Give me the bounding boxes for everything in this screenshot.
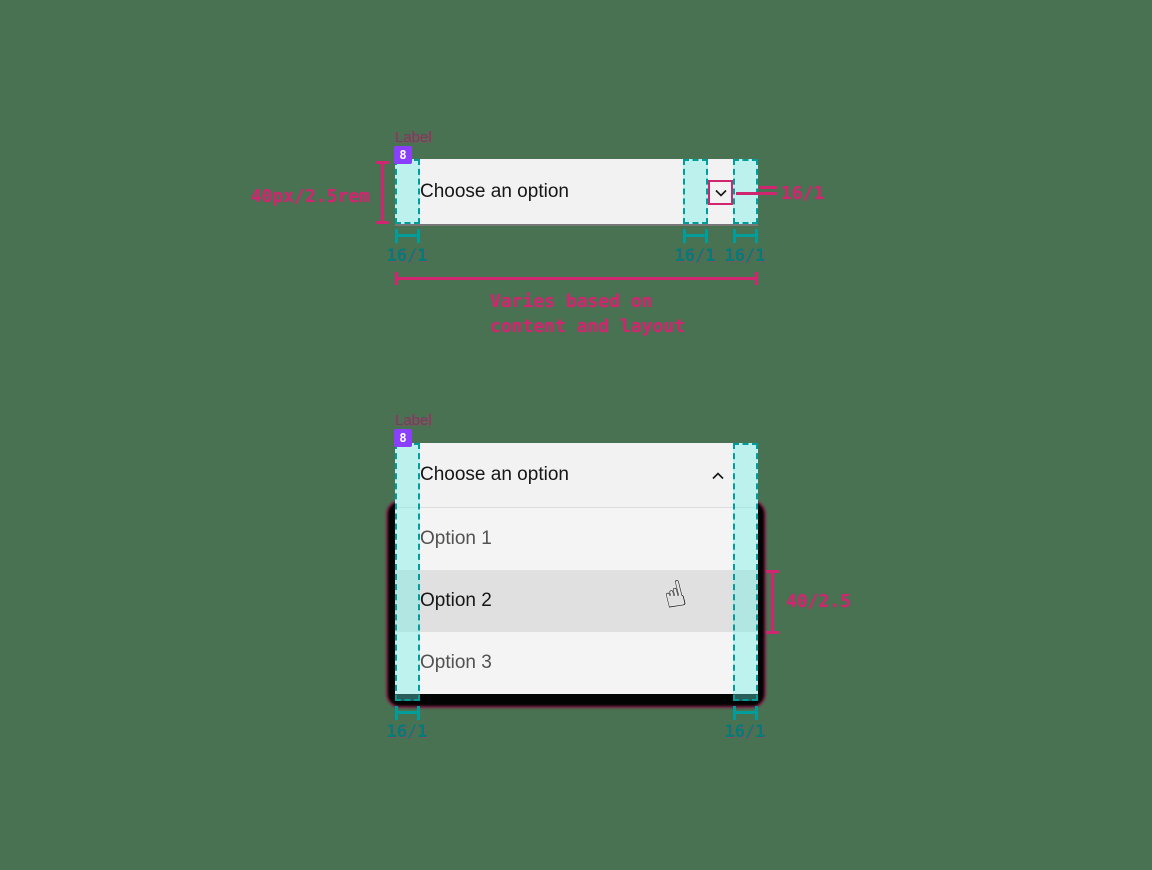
left-padding-annotation: 16/1 [386, 246, 428, 266]
width-annotation-line2: content and layout [490, 316, 686, 337]
width-annotation-line1: Varies based on [490, 291, 653, 312]
width-bracket [395, 272, 758, 285]
dropdown-menu: Option 1 Option 2 Option 3 [395, 508, 758, 694]
open-left-padding-span [395, 706, 420, 720]
icon-left-spacing-annotation: 16/1 [674, 246, 716, 266]
padding-overlay-icon-left [683, 159, 708, 224]
padding-overlay-open-left [395, 443, 420, 701]
dropdown-value-open: Choose an option [420, 464, 569, 485]
open-left-padding-annotation: 16/1 [386, 722, 428, 742]
dropdown-field-open[interactable]: Choose an option [395, 443, 758, 508]
icon-right-spacing-annotation: 16/1 [724, 246, 766, 266]
icon-callout-line-tick [759, 186, 777, 189]
height-annotation: 40px/2.5rem [250, 186, 370, 207]
dropdown-label-open: Label [395, 412, 432, 429]
icon-right-spacing-span [733, 229, 758, 243]
dropdown-label: Label [395, 129, 432, 146]
menu-option-1[interactable]: Option 1 [395, 508, 758, 570]
spacing-badge: 8 [394, 146, 412, 164]
height-bracket [376, 161, 389, 224]
chevron-down-icon [713, 185, 729, 201]
padding-overlay-left [395, 159, 420, 224]
icon-size-annotation: 16/1 [781, 183, 825, 204]
chevron-up-icon [710, 468, 726, 484]
icon-left-spacing-span [683, 229, 708, 243]
left-padding-span [395, 229, 420, 243]
open-right-padding-span [733, 706, 758, 720]
icon-size-callout-box [708, 180, 733, 205]
dropdown-value: Choose an option [420, 180, 569, 202]
open-right-padding-annotation: 16/1 [724, 722, 766, 742]
spacing-badge-open: 8 [394, 429, 412, 447]
padding-overlay-open-right [733, 443, 758, 701]
menu-option-3[interactable]: Option 3 [395, 632, 758, 694]
width-annotation: Varies based on content and layout [490, 289, 685, 339]
row-height-bracket [766, 570, 779, 634]
row-height-annotation: 40/2.5 [786, 591, 852, 612]
icon-callout-line [736, 192, 777, 195]
menu-option-2[interactable]: Option 2 [395, 570, 758, 632]
padding-overlay-icon-right [733, 159, 758, 224]
dropdown-field-closed[interactable]: Choose an option [395, 159, 758, 226]
